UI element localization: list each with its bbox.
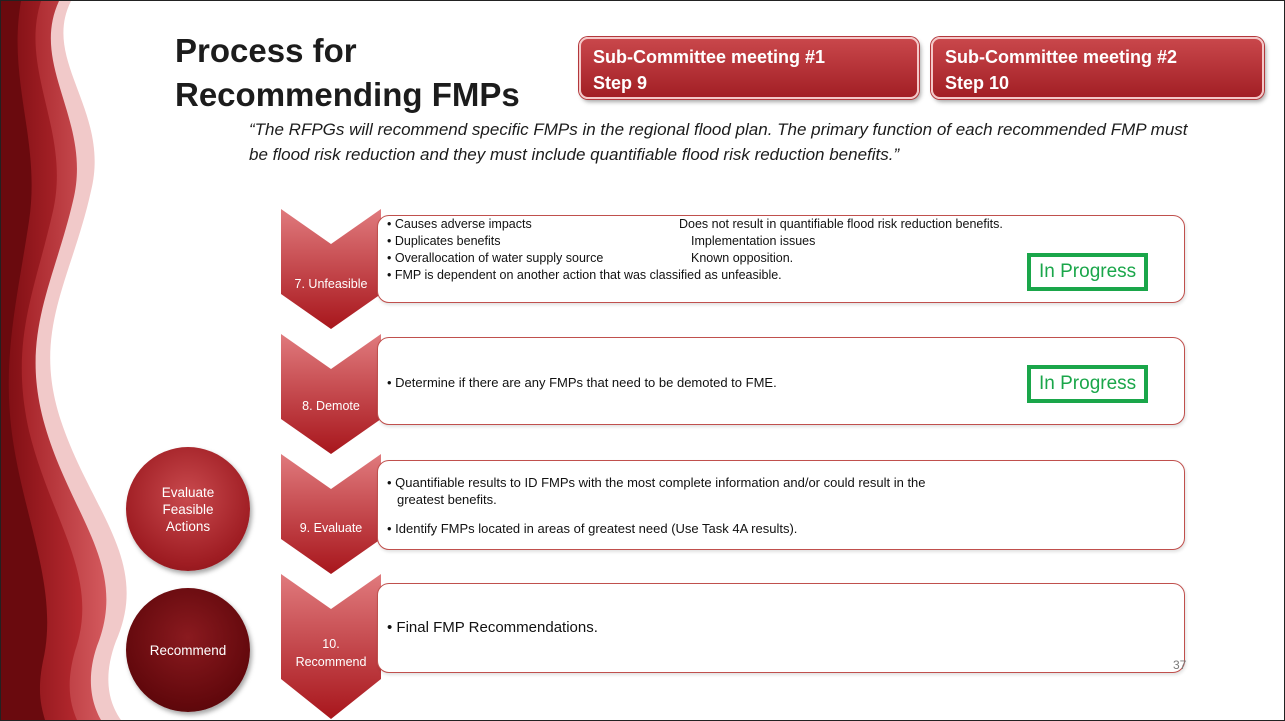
step-8-item-1: • Determine if there are any FMPs that n…	[387, 375, 777, 390]
step-7-status-badge: In Progress	[1027, 253, 1149, 291]
chevron-step-9	[281, 454, 381, 574]
step-7-item-1: • Causes adverse impacts	[387, 217, 532, 231]
step-9-label: 9. Evaluate	[299, 521, 363, 535]
circle-1-line-2: Feasible	[162, 501, 214, 517]
circle-2-label: Recommend	[149, 642, 227, 658]
step-7-item-4: Does not result in quantifiable flood ri…	[679, 217, 1003, 231]
decorative-waves	[1, 1, 127, 720]
badge-subcommittee-2: Sub-Committee meeting #2 Step 10	[931, 37, 1264, 99]
badge-subcommittee-1: Sub-Committee meeting #1 Step 9	[579, 37, 919, 99]
step-7-item-5: Implementation issues	[691, 234, 816, 248]
step-8-status-badge: In Progress	[1027, 365, 1149, 403]
step-9-item-2: greatest benefits.	[397, 492, 497, 507]
step-10-item-1: • Final FMP Recommendations.	[387, 619, 598, 636]
circle-1-line-3: Actions	[165, 518, 211, 534]
chevron-step-7	[281, 209, 381, 329]
circle-1-line-1: Evaluate	[161, 484, 215, 500]
badge-1-line-2: Step 9	[593, 73, 648, 93]
step-7-item-2: • Duplicates benefits	[387, 234, 501, 248]
step-8-label: 8. Demote	[302, 399, 360, 413]
step-10-label-line-1: 10.	[322, 637, 340, 651]
step-9-item-3: • Identify FMPs located in areas of grea…	[387, 521, 798, 536]
quote-text: “The RFPGs will recommend specific FMPs …	[249, 120, 1188, 164]
step-7-item-3: • Overallocation of water supply source	[387, 251, 604, 265]
step-10-box	[377, 583, 1185, 673]
step-7-item-6: Known opposition.	[691, 251, 794, 265]
step-7-label: 7. Unfeasible	[294, 277, 368, 291]
title-line-1: Process for	[175, 32, 357, 69]
step-10-label-line-2: Recommend	[295, 655, 367, 669]
page-number: 37	[1173, 658, 1187, 672]
recommend-circle: Recommend	[126, 588, 250, 712]
badge-1-line-1: Sub-Committee meeting #1	[593, 47, 826, 67]
process-chevrons	[281, 209, 381, 719]
step-10-label: 10. Recommend	[281, 635, 381, 671]
page-title: Process for Recommending FMPs	[175, 29, 595, 117]
step-9-item-1: • Quantifiable results to ID FMPs with t…	[387, 475, 926, 490]
badge-2-line-2: Step 10	[945, 73, 1010, 93]
badge-2-line-1: Sub-Committee meeting #2	[945, 47, 1178, 67]
step-9-box	[377, 460, 1185, 550]
step-7-item-7: • FMP is dependent on another action tha…	[387, 268, 782, 282]
chevron-step-10	[281, 574, 381, 719]
chevron-step-8	[281, 334, 381, 454]
evaluate-feasible-actions-circle: Evaluate Feasible Actions	[126, 447, 250, 571]
title-line-2: Recommending FMPs	[175, 76, 520, 113]
